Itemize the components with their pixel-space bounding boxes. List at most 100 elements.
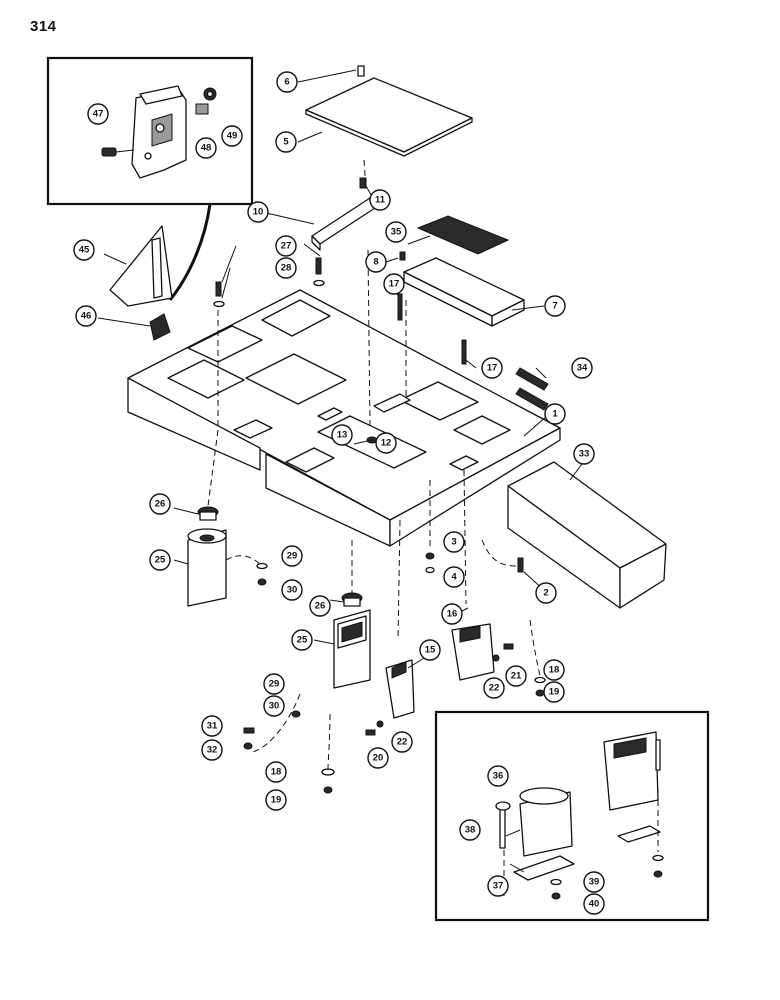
svg-text:8: 8 — [373, 257, 378, 268]
callout-46: 46 — [75, 305, 97, 327]
inset-bracket-detail — [46, 56, 254, 301]
svg-text:33: 33 — [579, 449, 590, 460]
callout-37: 37 — [487, 875, 509, 897]
callout-25a: 25 — [149, 549, 171, 571]
callout-19b: 19 — [265, 789, 287, 811]
bushing-upper — [197, 506, 219, 521]
callout-17b: 17 — [481, 357, 503, 379]
callout-47: 47 — [87, 103, 109, 125]
svg-text:5: 5 — [283, 137, 289, 148]
callout-48: 48 — [195, 137, 217, 159]
callout-29a: 29 — [281, 545, 303, 567]
svg-text:31: 31 — [207, 721, 218, 732]
callout-12: 12 — [375, 432, 397, 454]
svg-text:12: 12 — [381, 438, 392, 449]
callout-31: 31 — [201, 715, 223, 737]
svg-text:32: 32 — [207, 745, 218, 756]
svg-text:30: 30 — [287, 585, 298, 596]
callout-10: 10 — [247, 201, 269, 223]
svg-text:37: 37 — [493, 881, 504, 892]
svg-text:25: 25 — [297, 635, 308, 646]
svg-text:40: 40 — [589, 899, 600, 910]
svg-text:35: 35 — [391, 227, 402, 238]
callouts: 1 2 3 4 5 6 7 8 10 11 12 13 15 16 17 17 … — [73, 71, 605, 915]
callout-33: 33 — [573, 443, 595, 465]
callout-18b: 18 — [265, 761, 287, 783]
svg-text:1: 1 — [552, 409, 558, 420]
svg-text:11: 11 — [375, 195, 386, 206]
callout-27: 27 — [275, 235, 297, 257]
svg-text:13: 13 — [337, 430, 348, 441]
mount-bracket-left — [333, 609, 371, 689]
callout-4: 4 — [443, 566, 465, 588]
callout-17a: 17 — [383, 273, 405, 295]
filter-pad — [416, 215, 510, 255]
svg-text:10: 10 — [253, 207, 264, 218]
callout-36: 36 — [487, 765, 509, 787]
svg-text:48: 48 — [201, 143, 212, 154]
callout-25b: 25 — [291, 629, 313, 651]
svg-text:15: 15 — [425, 645, 436, 656]
callout-49: 49 — [221, 125, 243, 147]
tray — [403, 257, 525, 327]
svg-text:26: 26 — [155, 499, 166, 510]
callout-45: 45 — [73, 239, 95, 261]
svg-text:29: 29 — [287, 551, 298, 562]
callout-22b: 22 — [391, 731, 413, 753]
callout-34: 34 — [571, 357, 593, 379]
svg-text:22: 22 — [489, 683, 500, 694]
callout-19a: 19 — [543, 681, 565, 703]
main-platform — [127, 289, 561, 547]
callout-21: 21 — [505, 665, 527, 687]
channel-strip — [311, 197, 379, 251]
callout-11: 11 — [369, 189, 391, 211]
svg-text:16: 16 — [447, 609, 458, 620]
callout-38: 38 — [459, 819, 481, 841]
page-number: 314 — [30, 18, 57, 35]
inset-mount-detail — [434, 710, 710, 922]
mount-block — [187, 528, 227, 607]
svg-text:45: 45 — [79, 245, 90, 256]
callout-2: 2 — [535, 582, 557, 604]
callout-3: 3 — [443, 531, 465, 553]
clip — [149, 313, 171, 341]
svg-text:6: 6 — [284, 77, 289, 88]
mount-bracket-mid — [385, 659, 415, 719]
callout-5: 5 — [275, 131, 297, 153]
callout-13: 13 — [331, 424, 353, 446]
svg-text:46: 46 — [81, 311, 92, 322]
svg-text:34: 34 — [577, 363, 588, 374]
callout-26a: 26 — [149, 493, 171, 515]
callout-6: 6 — [276, 71, 298, 93]
svg-text:7: 7 — [552, 301, 557, 312]
mount-bracket-right — [451, 623, 495, 681]
seal-strip — [515, 367, 549, 411]
svg-text:18: 18 — [271, 767, 282, 778]
svg-text:30: 30 — [269, 701, 280, 712]
svg-text:25: 25 — [155, 555, 166, 566]
callout-28: 28 — [275, 257, 297, 279]
callout-7: 7 — [544, 295, 566, 317]
storage-box — [507, 461, 667, 609]
svg-text:36: 36 — [493, 771, 504, 782]
svg-text:47: 47 — [93, 109, 104, 120]
svg-text:27: 27 — [281, 241, 292, 252]
callout-35: 35 — [385, 221, 407, 243]
callout-30b: 30 — [263, 695, 285, 717]
callout-20: 20 — [367, 747, 389, 769]
svg-text:21: 21 — [511, 671, 522, 682]
callout-40: 40 — [583, 893, 605, 915]
svg-text:19: 19 — [549, 687, 560, 698]
svg-text:17: 17 — [389, 279, 400, 290]
svg-text:19: 19 — [271, 795, 282, 806]
callout-32: 32 — [201, 739, 223, 761]
svg-text:28: 28 — [281, 263, 292, 274]
callout-39: 39 — [583, 871, 605, 893]
callout-22a: 22 — [483, 677, 505, 699]
svg-text:29: 29 — [269, 679, 280, 690]
svg-text:18: 18 — [549, 665, 560, 676]
svg-text:26: 26 — [315, 601, 326, 612]
callout-8: 8 — [365, 251, 387, 273]
svg-text:39: 39 — [589, 877, 600, 888]
svg-text:4: 4 — [451, 572, 457, 583]
